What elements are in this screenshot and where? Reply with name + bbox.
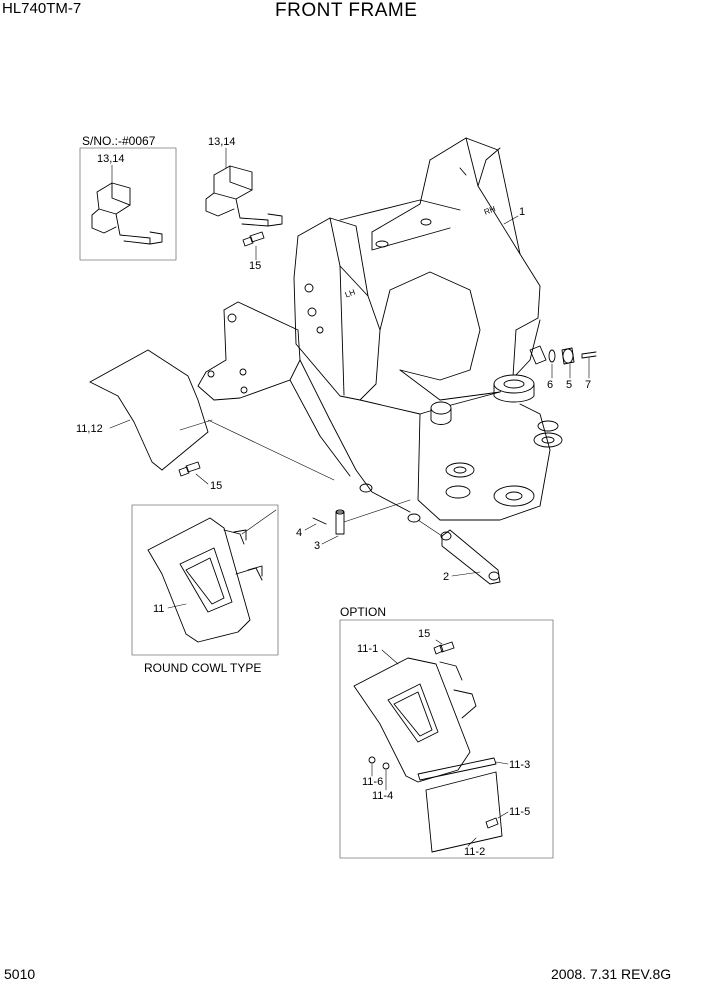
front-frame-body	[197, 137, 563, 523]
bracket-13-14-main	[205, 147, 283, 227]
bolt-15-top	[242, 231, 265, 261]
callout-11-6: 11-6	[362, 776, 384, 788]
callout-11-12: 11,12	[76, 423, 103, 435]
round-cowl-11	[147, 509, 277, 643]
callout-11-4: 11-4	[372, 790, 394, 802]
page-number: 5010	[4, 966, 36, 982]
option-cowl-assembly	[353, 639, 509, 853]
callout-15-top: 15	[249, 260, 262, 272]
callout-3: 3	[314, 540, 321, 552]
bolt-15-mid	[178, 461, 209, 485]
callout-7: 7	[585, 379, 592, 391]
serial-caption: S/NO.:-#0067	[82, 134, 156, 148]
serial-inset-box	[79, 147, 177, 261]
leader-1	[503, 215, 519, 225]
revision-date: 2008. 7.31 REV.8G	[551, 966, 672, 982]
callout-13-14-inset: 13,14	[97, 153, 125, 165]
callout-15-option: 15	[418, 628, 431, 640]
link-2	[417, 519, 501, 585]
plug-group-6-5-7	[548, 347, 597, 379]
callout-2: 2	[443, 571, 450, 583]
callout-5: 5	[566, 379, 573, 391]
option-box	[339, 619, 554, 859]
pins-3-4	[304, 499, 411, 545]
callout-1: 1	[519, 206, 526, 218]
option-caption: OPTION	[340, 605, 387, 619]
callout-6: 6	[547, 379, 554, 391]
callout-11: 11	[153, 603, 165, 615]
callout-15-mid: 15	[210, 480, 223, 492]
callout-11-5: 11-5	[509, 806, 531, 818]
cowl-11-12	[89, 349, 335, 481]
bracket-13-14-inset	[91, 164, 163, 245]
callout-4: 4	[296, 527, 303, 539]
round-cowl-box	[131, 504, 279, 656]
page-title: FRONT FRAME	[275, 0, 418, 21]
round-cowl-caption: ROUND COWL TYPE	[144, 661, 262, 675]
callout-13-14-main: 13,14	[208, 136, 236, 148]
callout-11-1: 11-1	[357, 643, 379, 655]
callout-11-3: 11-3	[509, 759, 531, 771]
model-code: HL740TM-7	[2, 0, 82, 17]
callout-11-2: 11-2	[464, 846, 486, 858]
